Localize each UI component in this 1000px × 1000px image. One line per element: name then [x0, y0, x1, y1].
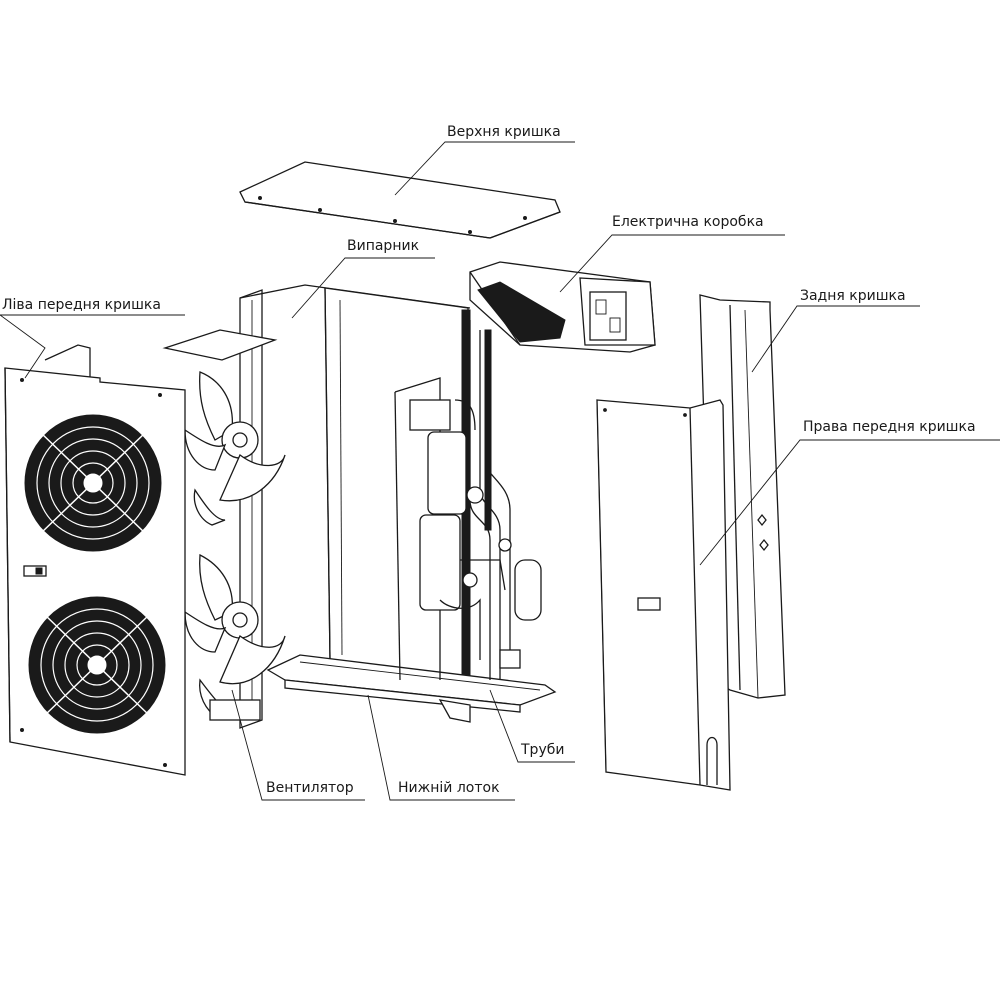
label-electric-box: Електрична коробка — [612, 214, 764, 230]
label-bottom-tray: Нижній лоток — [398, 780, 500, 796]
label-pipes: Труби — [521, 742, 565, 758]
left-front-cover-part — [4, 344, 186, 776]
label-right-front-cover: Права передня кришка — [803, 419, 976, 435]
pipes-part — [394, 320, 542, 681]
leader-lines — [0, 141, 1000, 801]
label-fan: Вентилятор — [266, 780, 354, 796]
label-top-cover: Верхня кришка — [447, 124, 561, 140]
fan-part — [162, 329, 286, 721]
bottom-tray-part — [266, 654, 557, 723]
label-rear-cover: Задня кришка — [800, 288, 906, 304]
top-cover-part — [239, 161, 561, 239]
right-front-cover-part — [596, 399, 731, 791]
label-left-front-cover: Ліва передня кришка — [2, 297, 161, 313]
label-evaporator: Випарник — [347, 238, 420, 254]
electric-box-part — [469, 261, 656, 353]
